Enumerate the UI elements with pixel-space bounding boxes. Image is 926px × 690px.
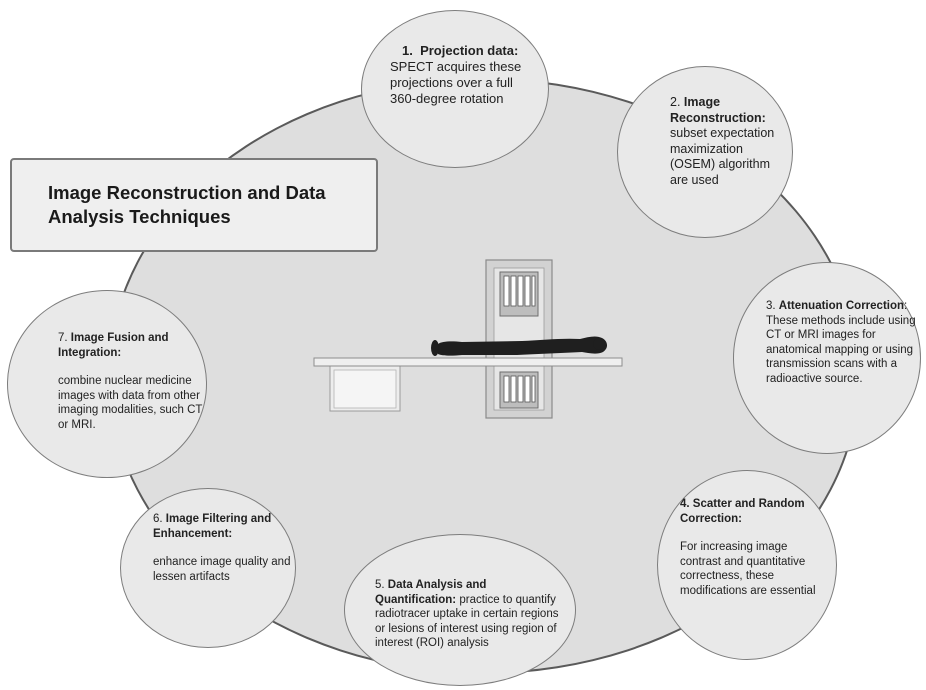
step-3-circle: 3. Attenuation Correction: These methods… <box>733 262 921 454</box>
step-4-body: For increasing image contrast and quanti… <box>680 541 816 597</box>
step-2-body: subset expectation maximization (OSEM) a… <box>670 126 775 187</box>
step-4-circle: 4. Scatter and Random Correction: For in… <box>657 470 837 660</box>
step-4-heading: Scatter and Random Correction: <box>680 498 805 525</box>
step-1-circle: 1. Projection data: SPECT acquires these… <box>361 10 549 168</box>
step-5-circle: 5. Data Analysis and Quantification: pra… <box>344 534 576 686</box>
step-7-circle: 7. Image Fusion and Integration: combine… <box>7 290 207 478</box>
step-5-number: 5. <box>375 579 385 591</box>
step-2-number: 2. <box>670 95 681 109</box>
step-4-number: 4. <box>680 498 690 510</box>
step-3-heading: Attenuation Correction <box>778 300 905 312</box>
step-1-body: SPECT acquires these projections over a … <box>390 59 522 106</box>
step-2-heading: Image Reconstruction: <box>670 95 766 125</box>
patient-table <box>313 357 623 367</box>
step-7-heading: Image Fusion and Integration: <box>58 332 169 359</box>
step-6-number: 6. <box>153 513 163 525</box>
spect-scanner-illustration <box>313 259 623 419</box>
step-1-heading: Projection data: <box>420 43 519 58</box>
step-1-number: 1. <box>402 43 413 58</box>
step-6-heading: Image Filtering and Enhancement: <box>153 513 272 540</box>
step-6-body: enhance image quality and lessen artifac… <box>153 556 291 583</box>
step-3-number: 3. <box>766 300 776 312</box>
step-5-body: practice to quantify radiotracer uptake … <box>375 593 559 650</box>
title-box: Image Reconstruction and Data Analysis T… <box>10 158 378 252</box>
step-6-circle: 6. Image Filtering and Enhancement: enha… <box>120 488 296 648</box>
patient-silhouette <box>431 336 608 356</box>
step-3-body: : These methods include using CT or MRI … <box>766 300 916 385</box>
step-5-heading: Data Analysis and Quantification: <box>375 579 487 606</box>
step-2-circle: 2. Image Reconstruction: subset expectat… <box>617 66 793 238</box>
step-7-number: 7. <box>58 332 68 344</box>
step-7-body: combine nuclear medicine images with dat… <box>58 375 203 431</box>
diagram-title: Image Reconstruction and Data Analysis T… <box>48 182 326 227</box>
